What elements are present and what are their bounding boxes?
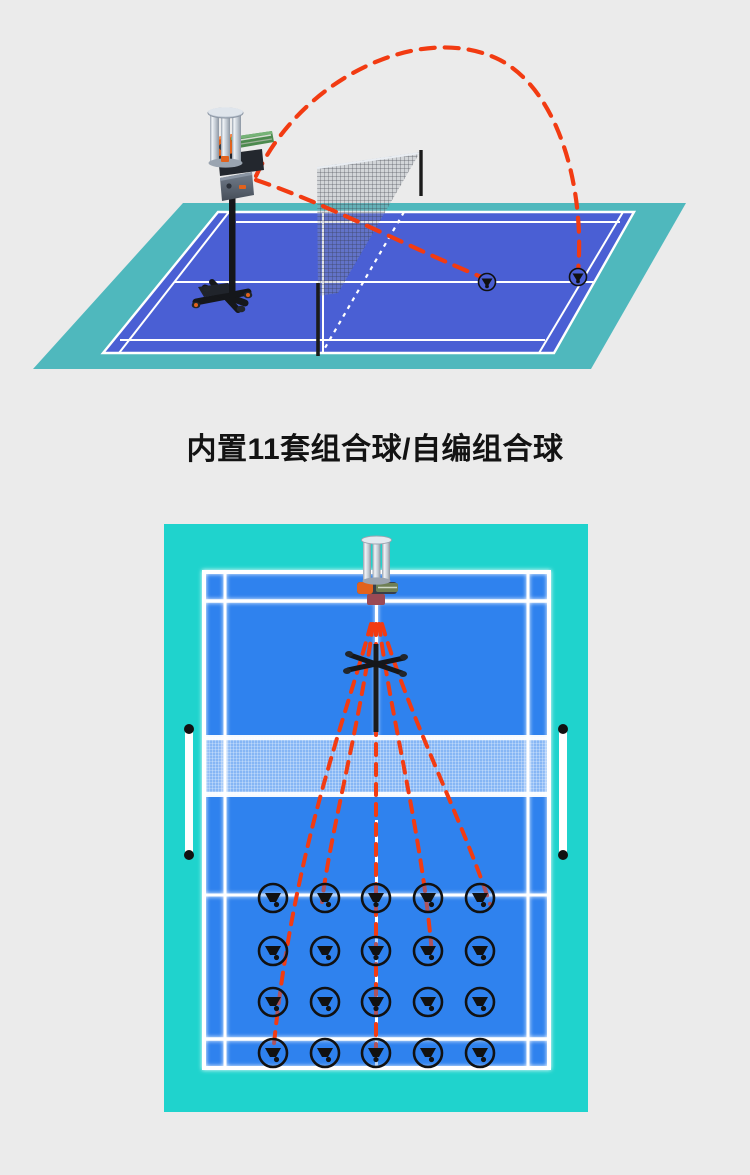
lob-trajectory-path (253, 45, 582, 275)
landing-marker (412, 986, 444, 1018)
machine-wheel (345, 651, 353, 657)
perspective-landing-marker-lob (568, 267, 588, 287)
machine-wheel (236, 305, 246, 313)
landing-marker (360, 882, 392, 914)
machine-launcher-head (357, 582, 398, 605)
landing-marker (464, 1037, 496, 1069)
shuttlecock-launcher-machine-topdown (343, 535, 408, 732)
machine-wheel (400, 654, 408, 660)
landing-marker (360, 986, 392, 1018)
machine-wheel (343, 668, 351, 674)
hopper-top-ring (361, 535, 392, 545)
machine-control-box (220, 172, 254, 201)
hopper-indicator (221, 156, 229, 162)
hopper-bottom-ring (362, 577, 391, 585)
machine-hopper (361, 535, 392, 585)
landing-marker (464, 935, 496, 967)
landing-marker (257, 882, 289, 914)
perspective-court-boundary-lines (100, 210, 637, 355)
landing-marker (309, 986, 341, 1018)
landing-marker (464, 986, 496, 1018)
machine-pole (373, 644, 379, 732)
net-post-cap (558, 724, 568, 734)
machine-base (191, 279, 253, 313)
landing-marker (257, 1037, 289, 1069)
landing-marker (412, 935, 444, 967)
landing-marker (412, 882, 444, 914)
net-post-cap (184, 724, 194, 734)
machine-wheel (399, 671, 407, 677)
landing-marker (464, 882, 496, 914)
net-top-tape (204, 735, 549, 740)
landing-marker (360, 935, 392, 967)
trajectory-far-right (380, 622, 492, 906)
machine-base (343, 651, 408, 677)
landing-target-grid (257, 882, 496, 1069)
perspective-landing-marker-drive (477, 272, 497, 292)
machine-pole (229, 193, 236, 298)
topdown-court-panel (164, 524, 588, 1112)
badminton-net-mesh (317, 152, 420, 296)
drive-trajectory-path (253, 177, 487, 281)
landing-marker (309, 882, 341, 914)
hopper-tube (382, 540, 390, 582)
net-top-tape (316, 152, 421, 169)
hopper-tube (363, 540, 371, 582)
machine-wheel (203, 286, 211, 292)
hopper-bottom-ring (208, 158, 243, 168)
landing-marker (360, 1037, 392, 1069)
perspective-long-service-lines (120, 221, 620, 341)
hopper-tube (210, 112, 219, 164)
net-post-cap (184, 850, 194, 860)
net-post-cap (558, 850, 568, 860)
hopper-tube (232, 112, 241, 164)
landing-marker (309, 1037, 341, 1069)
landing-marker (257, 935, 289, 967)
landing-marker (412, 1037, 444, 1069)
net-post-right (558, 724, 568, 860)
hopper-tube (221, 110, 230, 164)
landing-marker (309, 935, 341, 967)
shuttlecock-launcher-machine (191, 107, 274, 313)
hero-perspective-illustration (0, 0, 750, 400)
net-post-left (184, 724, 194, 860)
landing-marker (257, 986, 289, 1018)
section-headline: 内置11套组合球/自编组合球 (186, 433, 564, 466)
machine-hopper (207, 107, 244, 168)
hopper-tube (372, 538, 381, 582)
